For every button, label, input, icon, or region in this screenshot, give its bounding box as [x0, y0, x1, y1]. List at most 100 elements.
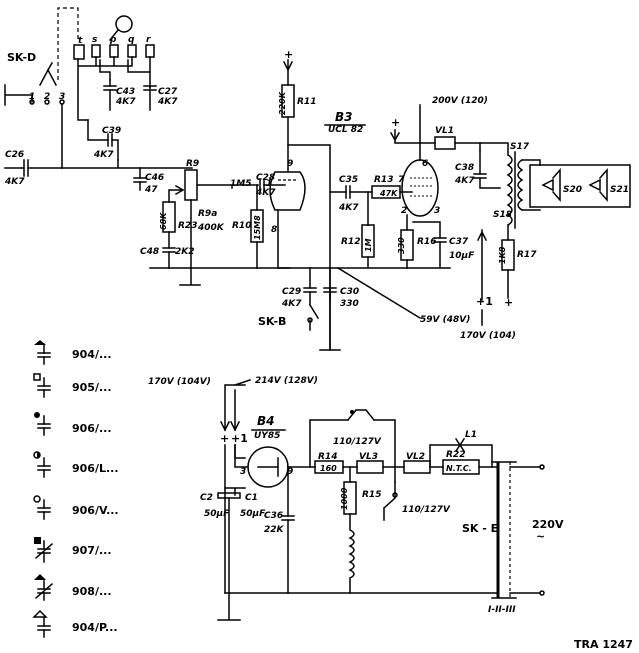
- svg-text:4K7: 4K7: [157, 97, 178, 107]
- legend-item-906l: 906/L...: [33, 451, 119, 478]
- svg-text:907/...: 907/...: [72, 544, 112, 557]
- b3-triode: [269, 171, 306, 211]
- svg-text:1K8: 1K8: [498, 246, 507, 264]
- svg-text:50µF: 50µF: [204, 509, 230, 519]
- svg-text:170V (104V): 170V (104V): [148, 377, 211, 387]
- svg-text:C46: C46: [145, 173, 164, 183]
- r9-potentiometer: [184, 169, 198, 201]
- svg-text:C28: C28: [256, 173, 275, 183]
- svg-text:C1: C1: [245, 493, 258, 503]
- svg-text:+1: +1: [231, 432, 248, 445]
- input-section: SK-D 1 2 3 t s p q r C43: [4, 7, 225, 286]
- svg-text:C30: C30: [340, 287, 359, 297]
- svg-text:+: +: [504, 296, 513, 309]
- svg-text:1M5: 1M5: [230, 179, 251, 189]
- output-transformer-secondary: [517, 158, 524, 212]
- mains-terminal-1: [539, 464, 545, 470]
- tube-b3-section: 1M5 C28 4K7 15M8 R10 9 8 1 220K R11 + B3…: [149, 48, 631, 351]
- svg-text:R15: R15: [362, 490, 381, 500]
- svg-text:9: 9: [287, 159, 293, 169]
- switch-knob-icon: [115, 15, 133, 33]
- svg-text:R10: R10: [232, 221, 251, 231]
- voltage-pointer: [336, 266, 422, 320]
- svg-text:C27: C27: [158, 87, 178, 97]
- output-transformer-primary: [479, 142, 513, 227]
- svg-text:110/127V: 110/127V: [402, 505, 451, 515]
- svg-text:4K7: 4K7: [454, 176, 475, 186]
- svg-text:110/127V: 110/127V: [333, 437, 382, 447]
- svg-text:C26: C26: [5, 150, 24, 160]
- svg-text:68K: 68K: [159, 212, 168, 230]
- svg-text:UY85: UY85: [254, 431, 280, 441]
- svg-text:2: 2: [401, 206, 407, 216]
- sk-d-arm: [46, 61, 54, 72]
- svg-text:C35: C35: [339, 175, 358, 185]
- svg-text:905/...: 905/...: [72, 381, 112, 394]
- svg-text:906/L...: 906/L...: [72, 462, 119, 475]
- legend: 904/... 905/... 906/... 906/L... 906/V..…: [32, 340, 119, 638]
- svg-text:UCL 82: UCL 82: [328, 125, 363, 135]
- svg-text:906/V...: 906/V...: [72, 504, 119, 517]
- mains-terminal-2: [539, 590, 545, 596]
- svg-text:908/...: 908/...: [72, 585, 112, 598]
- svg-text:220K: 220K: [278, 91, 287, 115]
- svg-text:p: p: [109, 35, 117, 45]
- sk-d-label: SK-D: [7, 51, 36, 64]
- svg-text:4K7: 4K7: [4, 177, 25, 187]
- sk-b-switch: [308, 303, 320, 331]
- svg-text:S17: S17: [510, 142, 530, 152]
- legend-item-908: 908/...: [34, 574, 112, 601]
- svg-text:SK-B: SK-B: [258, 315, 286, 328]
- svg-text:+: +: [220, 432, 229, 445]
- svg-text:400K: 400K: [197, 223, 225, 233]
- svg-text:C38: C38: [455, 163, 474, 173]
- svg-text:59V (48V): 59V (48V): [420, 315, 470, 325]
- svg-text:R22: R22: [446, 450, 465, 460]
- speaker-s20-icon: [541, 168, 561, 202]
- svg-text:+: +: [391, 116, 400, 129]
- svg-text:3: 3: [434, 206, 440, 216]
- vl2-choke: [403, 460, 431, 474]
- svg-text:8: 8: [271, 225, 277, 235]
- svg-text:R16: R16: [417, 237, 436, 247]
- svg-text:I-II-III: I-II-III: [488, 605, 516, 615]
- svg-text:C39: C39: [102, 126, 121, 136]
- power-supply-section: 170V (104V) 214V (128V) ++1 B4 UY85 3 9 …: [148, 376, 564, 621]
- svg-text:VL3: VL3: [359, 452, 378, 462]
- svg-text:R13: R13: [374, 175, 393, 185]
- svg-text:C36: C36: [264, 511, 283, 521]
- svg-text:4K7: 4K7: [281, 299, 302, 309]
- svg-text:R11: R11: [297, 97, 316, 107]
- sk-d-contact: [38, 68, 58, 87]
- svg-text:R14: R14: [318, 452, 337, 462]
- mechanical-link: [57, 7, 79, 80]
- top-switch-bank: t s p q r: [73, 15, 155, 121]
- svg-text:R9: R9: [186, 159, 199, 169]
- b3-label: B3: [335, 110, 353, 124]
- svg-text:9: 9: [287, 467, 293, 477]
- svg-text:t: t: [78, 36, 83, 46]
- svg-text:r: r: [146, 35, 151, 45]
- svg-text:1: 1: [29, 92, 35, 102]
- svg-text:S20: S20: [563, 185, 582, 195]
- svg-text:q: q: [128, 35, 135, 45]
- svg-text:904/P...: 904/P...: [72, 621, 118, 634]
- svg-text:R17: R17: [517, 250, 537, 260]
- svg-text:~: ~: [536, 530, 545, 543]
- ground-left: [4, 84, 33, 106]
- svg-text:s: s: [92, 35, 98, 45]
- svg-text:2: 2: [44, 92, 50, 102]
- legend-item-906: 906/...: [34, 412, 112, 436]
- svg-text:170V (104): 170V (104): [460, 331, 516, 341]
- speaker-s21-icon: [588, 168, 608, 202]
- svg-text:6: 6: [422, 159, 428, 169]
- svg-text:4K7: 4K7: [338, 203, 359, 213]
- svg-text:S18: S18: [493, 210, 512, 220]
- svg-text:L1: L1: [465, 430, 477, 440]
- svg-text:SK - E: SK - E: [462, 522, 498, 535]
- heater-coil: [348, 513, 355, 594]
- svg-text:22K: 22K: [264, 525, 285, 535]
- svg-text:VL2: VL2: [406, 452, 425, 462]
- svg-text:50µF: 50µF: [240, 509, 266, 519]
